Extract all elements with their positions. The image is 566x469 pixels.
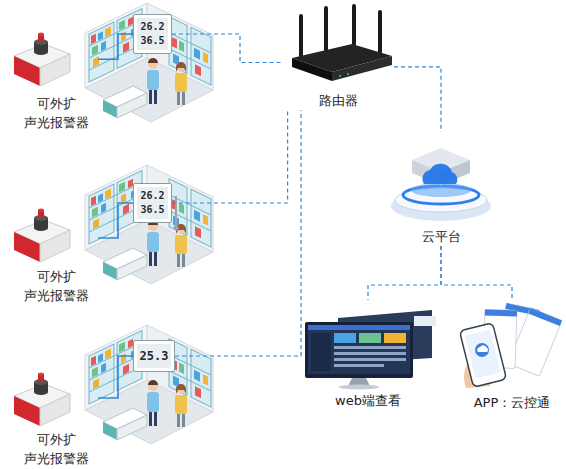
node-text: 36.5 xyxy=(140,34,164,48)
node-text: 可外扩 声光报警器 xyxy=(14,430,98,468)
router-icon xyxy=(332,56,392,81)
web-client: web端查看 xyxy=(300,300,436,410)
node-text: 云平台 xyxy=(422,227,461,246)
network-link xyxy=(394,67,441,132)
sensor-display: 25.3 xyxy=(133,340,175,372)
node-text: web端查看 xyxy=(335,391,401,410)
node-text: 可外扩 声光报警器 xyxy=(14,94,98,132)
router-icon xyxy=(292,4,392,81)
network-link xyxy=(172,110,288,203)
network-link xyxy=(368,246,441,300)
phone-app-icon xyxy=(477,345,488,352)
sensor-cable xyxy=(98,356,133,398)
pharmacy-room xyxy=(85,165,213,284)
phone-app-icon xyxy=(528,308,562,326)
network-link xyxy=(441,246,512,300)
router-icon xyxy=(347,73,349,75)
router-node: 路由器 xyxy=(282,2,394,110)
monitor-icon xyxy=(359,333,381,343)
node-text: 25.3 xyxy=(140,349,169,363)
node-text: APP：云控通 xyxy=(474,393,551,412)
phone-app-icon xyxy=(465,330,501,379)
pharmacy-room xyxy=(85,325,213,444)
router-icon xyxy=(378,10,382,54)
sensor-display: 26.236.5 xyxy=(133,183,172,223)
node-text: 26.2 xyxy=(140,20,164,34)
monitor-icon xyxy=(334,333,356,343)
network-link xyxy=(172,34,282,62)
sensor-display: 26.236.5 xyxy=(133,14,172,54)
monitor-icon xyxy=(305,310,436,390)
node-text: 路由器 xyxy=(319,91,358,110)
phone-app-icon xyxy=(459,323,506,388)
router-icon xyxy=(292,58,332,81)
sensor-probe xyxy=(174,196,179,231)
pharmacy-room xyxy=(85,3,213,122)
node-text: 26.2 xyxy=(140,189,164,203)
monitor-icon xyxy=(305,322,413,378)
sensor-cable xyxy=(98,34,133,59)
monitor-icon xyxy=(334,364,384,367)
phone-app-icon xyxy=(459,303,562,388)
alarm-device-icon xyxy=(14,33,70,87)
sensor-probe xyxy=(175,196,177,226)
monitor-icon xyxy=(308,325,410,374)
alarm-device: 可外扩 声光报警器 xyxy=(14,28,98,132)
alarm-device: 可外扩 声光报警器 xyxy=(14,368,98,468)
node-text: 可外扩 声光报警器 xyxy=(14,267,98,305)
monitor-icon xyxy=(384,333,406,343)
network-link xyxy=(175,110,301,356)
cloud-platform-icon xyxy=(422,164,457,184)
router-icon xyxy=(339,75,341,77)
router-icon xyxy=(352,4,356,46)
router-icon xyxy=(299,14,303,60)
alarm-device-icon xyxy=(14,209,70,263)
sensor-cable xyxy=(98,203,133,238)
monitor-icon xyxy=(339,385,379,390)
node-text: 36.5 xyxy=(140,203,164,217)
cloud-platform-icon xyxy=(411,183,471,197)
cloud-platform: 云平台 xyxy=(388,132,494,246)
phone-app-icon xyxy=(475,343,489,357)
alarm-device: 可外扩 声光报警器 xyxy=(14,205,98,305)
monitor-icon xyxy=(334,346,406,349)
alarm-device-icon xyxy=(14,373,70,427)
monitor-icon xyxy=(311,333,331,371)
phone-app-icon xyxy=(485,309,517,316)
monitor-icon xyxy=(334,358,406,361)
sensor-probe xyxy=(174,226,179,231)
monitor-icon xyxy=(334,352,406,355)
monitor-icon xyxy=(414,316,436,326)
monitor-icon xyxy=(308,325,410,330)
router-icon xyxy=(324,6,328,52)
app-client: APP：云控通 xyxy=(462,300,562,412)
cloud-platform-icon xyxy=(391,148,491,221)
